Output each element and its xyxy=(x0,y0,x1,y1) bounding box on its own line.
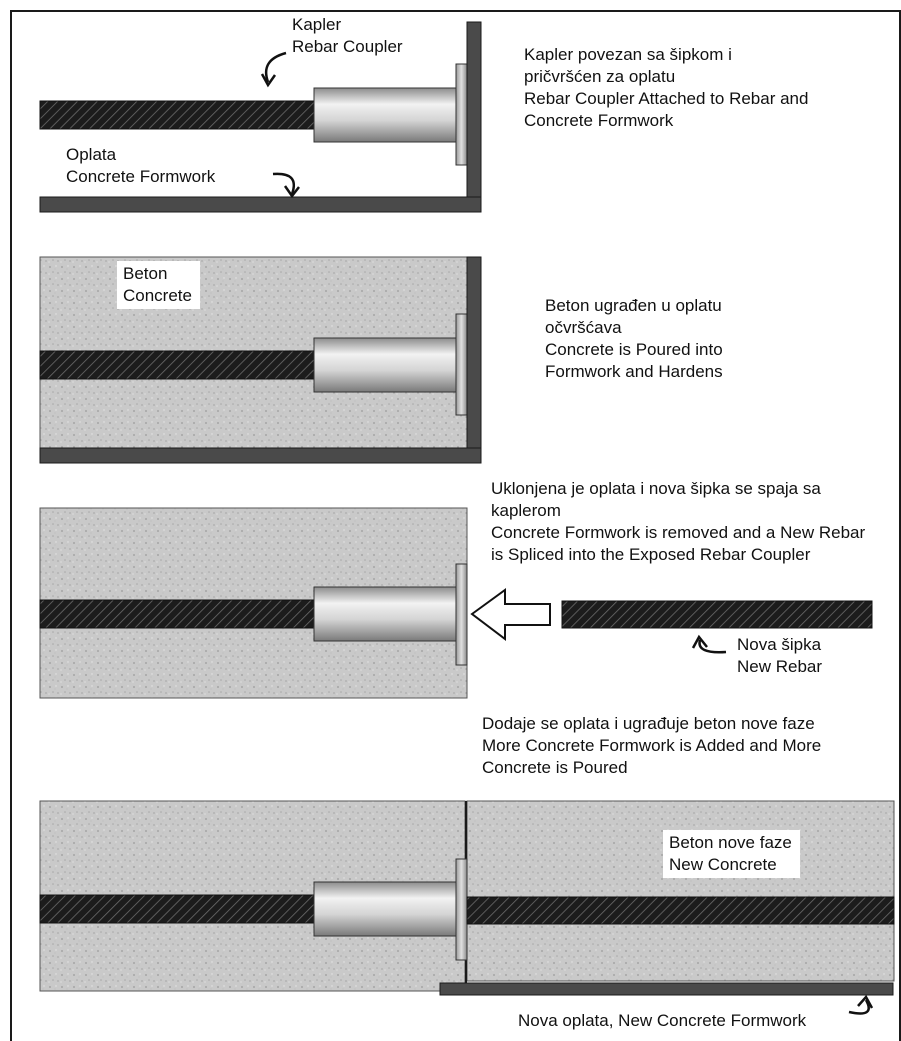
new-rebar xyxy=(466,896,895,925)
new-rebar-label-line: New Rebar xyxy=(737,657,823,676)
description-line: Concrete is Poured xyxy=(482,758,628,777)
concrete-label-line: Beton xyxy=(123,264,168,283)
new-formwork xyxy=(439,982,894,996)
coupler-label: Kapler Rebar Coupler xyxy=(292,14,403,58)
curved-arrow-icon xyxy=(283,185,300,199)
formwork-vertical xyxy=(466,256,482,456)
description-line: Formwork and Hardens xyxy=(545,362,723,381)
formwork-vertical xyxy=(466,21,482,205)
description-line: kaplerom xyxy=(491,501,561,520)
new-concrete-block xyxy=(466,800,895,982)
step-1-description: Kapler povezan sa šipkom i pričvršćen za… xyxy=(524,44,808,132)
curved-arrow-icon xyxy=(698,639,727,654)
description-line: Concrete is Poured into xyxy=(545,340,723,359)
new-rebar-label-line: Nova šipka xyxy=(737,635,822,654)
rebar xyxy=(39,350,317,380)
new-formwork-label-line: Nova oplata, New Concrete Formwork xyxy=(518,1011,807,1030)
description-line: Beton ugrađen u oplatu xyxy=(545,296,722,315)
concrete-label: Beton Concrete xyxy=(117,261,200,309)
description-line: More Concrete Formwork is Added and More xyxy=(482,736,822,755)
coupler-label-line: Kapler xyxy=(292,15,342,34)
panel-2 xyxy=(39,256,482,464)
rebar-coupler xyxy=(313,87,459,143)
curved-arrow-icon xyxy=(264,51,287,83)
rebar xyxy=(39,894,317,924)
new-rebar xyxy=(561,600,873,629)
formwork-horizontal xyxy=(39,447,482,464)
coupler-label-line: Rebar Coupler xyxy=(292,37,403,56)
description-line: očvršćava xyxy=(545,318,622,337)
rebar-coupler xyxy=(313,337,459,393)
new-rebar-label: Nova šipka New Rebar xyxy=(737,634,822,678)
description-line: Rebar Coupler Attached to Rebar and xyxy=(524,89,809,108)
coupler-plate xyxy=(455,313,468,416)
new-concrete-label-line: New Concrete xyxy=(669,855,777,874)
hollow-arrow-icon xyxy=(470,588,551,642)
rebar-coupler xyxy=(313,881,459,937)
curved-arrow-icon xyxy=(691,634,708,649)
description-line: Concrete Formwork xyxy=(524,111,674,130)
panel-1 xyxy=(39,21,482,213)
description-line: Dodaje se oplata i ugrađuje beton nove f… xyxy=(482,714,815,733)
new-formwork-label: Nova oplata, New Concrete Formwork xyxy=(518,1010,806,1032)
formwork-label: Oplata Concrete Formwork xyxy=(66,144,215,188)
rebar xyxy=(39,100,317,130)
description-line: Kapler povezan sa šipkom i xyxy=(524,45,732,64)
formwork-label-line: Concrete Formwork xyxy=(66,167,216,186)
formwork-label-line: Oplata xyxy=(66,145,117,164)
coupler-plate xyxy=(455,563,468,666)
new-concrete-label: Beton nove faze New Concrete xyxy=(663,830,800,878)
step-2-description: Beton ugrađen u oplatu očvršćava Concret… xyxy=(545,295,723,383)
step-3-description: Uklonjena je oplata i nova šipka se spaj… xyxy=(491,478,865,566)
step-4-description: Dodaje se oplata i ugrađuje beton nove f… xyxy=(482,713,821,779)
new-concrete-label-line: Beton nove faze xyxy=(669,833,792,852)
curved-arrow-icon xyxy=(857,994,874,1009)
rebar-coupler xyxy=(313,586,459,642)
curved-arrow-icon xyxy=(272,172,296,195)
formwork-horizontal xyxy=(39,196,482,213)
description-line: Concrete Formwork is removed and a New R… xyxy=(491,523,866,542)
concrete-label-line: Concrete xyxy=(123,286,192,305)
description-line: is Spliced into the Exposed Rebar Couple… xyxy=(491,545,811,564)
curved-arrow-icon xyxy=(848,999,870,1015)
panel-3 xyxy=(39,507,873,699)
coupler-plate xyxy=(455,63,468,166)
rebar xyxy=(39,599,317,629)
description-line: pričvršćen za oplatu xyxy=(524,67,676,86)
curved-arrow-icon xyxy=(260,73,277,88)
coupler-plate xyxy=(455,858,468,961)
description-line: Uklonjena je oplata i nova šipka se spaj… xyxy=(491,479,821,498)
